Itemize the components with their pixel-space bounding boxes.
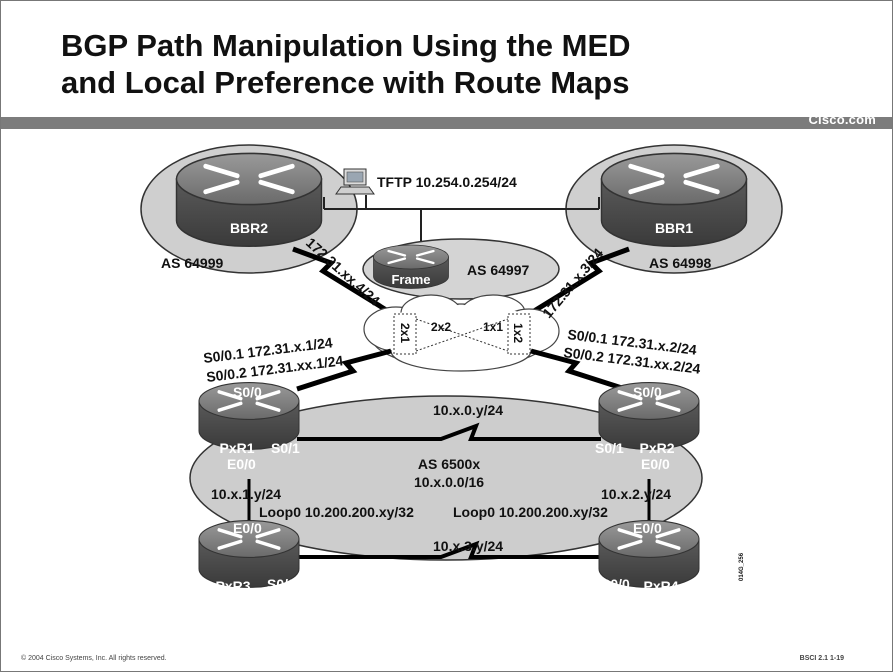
network-diagram: TFTP 10.254.0.254/24 2x2 1x1 2x1 1x2 [140, 144, 783, 594]
frame-name: Frame [391, 272, 430, 287]
pvc-label-b: 1x1 [483, 320, 503, 334]
tftp-label: TFTP 10.254.0.254/24 [377, 174, 517, 190]
tftp-server-icon [335, 168, 375, 195]
pxr1-pxr2-serial-link [297, 422, 601, 441]
link-left-label: 10.x.1.y/24 [211, 486, 281, 502]
bbr2-as-label: AS 64999 [161, 255, 223, 271]
pxr1-e00-label: E0/0 [227, 456, 256, 472]
pxr1-name: PxR1 [219, 440, 254, 456]
pxr1-s01-label: S0/1 [271, 440, 300, 456]
pxr4-name: PxR4 [643, 578, 678, 594]
link-top-label: 10.x.0.y/24 [433, 402, 503, 418]
bbr1-serial-link [524, 246, 630, 319]
title-rule [1, 117, 892, 129]
pxr2-name: PxR2 [639, 440, 674, 456]
link-right-label: 10.x.2.y/24 [601, 486, 671, 502]
slide-title: BGP Path Manipulation Using the MED and … [61, 27, 821, 101]
pxr1-serial-link [296, 348, 392, 392]
loop-left-label: Loop0 10.200.200.xy/32 [259, 504, 414, 520]
pxr3-s00-label: S0/0 [267, 576, 296, 592]
frame-relay-cloud [363, 294, 560, 372]
pxr4-s00-label: S0/0 [601, 576, 630, 592]
pxr2-serial-link [530, 348, 626, 392]
brand-label: Cisco.com [808, 112, 876, 127]
pxr2-s00-label: S0/0 [633, 384, 662, 400]
bbr1-as-label: AS 64998 [649, 255, 711, 271]
pxr2-e00-label: E0/0 [641, 456, 670, 472]
pxr2-s01-label: S0/1 [595, 440, 624, 456]
pxr3-e00-label: E0/0 [233, 520, 262, 536]
slide-reference: BSCI 2.1 1-19 [799, 655, 844, 662]
copyright-text: © 2004 Cisco Systems, Inc. All rights re… [21, 655, 167, 662]
bbr2-serial-link [292, 246, 398, 319]
pxr3-name: PxR3 [215, 578, 250, 594]
bbr2-name: BBR2 [230, 220, 268, 236]
pvc-label-a: 2x2 [431, 320, 451, 334]
title-line-1: BGP Path Manipulation Using the MED [61, 28, 631, 63]
title-line-2: and Local Preference with Route Maps [61, 65, 630, 100]
loop-right-label: Loop0 10.200.200.xy/32 [453, 504, 608, 520]
figure-code: 014G_256 [739, 552, 745, 581]
pod-net-label: 10.x.0.0/16 [414, 474, 484, 490]
pvc-label-c: 2x1 [398, 323, 412, 343]
bbr1-name: BBR1 [655, 220, 693, 236]
pxr4-e00-label: E0/0 [633, 520, 662, 536]
pxr1-s00-label: S0/0 [233, 384, 262, 400]
frame-as-label: AS 64997 [467, 262, 529, 278]
pod-as-label: AS 6500x [418, 456, 480, 472]
link-bottom-label: 10.x.3.y/24 [433, 538, 503, 554]
pxr3-pxr4-serial-link [297, 540, 601, 559]
pvc-label-d: 1x2 [511, 323, 525, 343]
